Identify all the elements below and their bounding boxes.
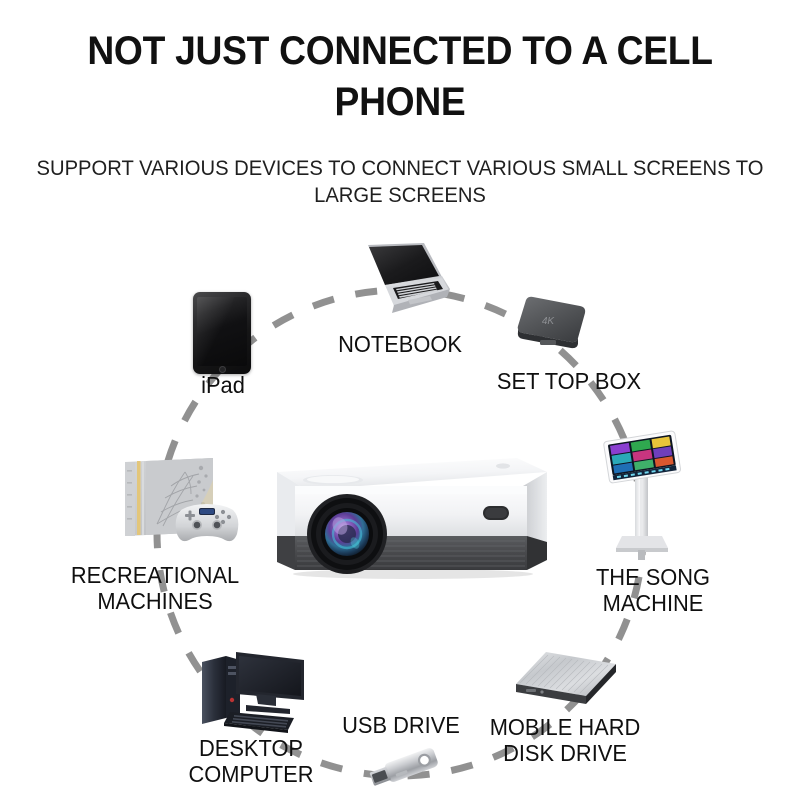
device-label-ipad: iPad: [201, 372, 245, 398]
device-label-song-machine: THE SONG MACHINE: [595, 564, 711, 616]
tablet-icon: [193, 292, 251, 374]
device-label-desktop-computer: DESKTOP COMPUTER: [188, 735, 314, 787]
karaoke-kiosk-icon: [600, 430, 684, 565]
device-label-mobile-hard-disk: MOBILE HARD DISK DRIVE: [489, 714, 641, 766]
device-label-recreational-machines: RECREATIONAL MACHINES: [70, 562, 240, 614]
laptop-icon: [346, 243, 452, 326]
set-top-box-icon: 4K: [508, 294, 594, 365]
device-label-usb-drive: USB DRIVE: [342, 712, 460, 738]
desktop-computer-icon: [196, 648, 312, 743]
game-console-icon: [113, 452, 241, 555]
external-hard-drive-icon: [512, 648, 622, 719]
usb-flash-drive-icon: [366, 745, 446, 796]
set-top-box-badge: 4K: [542, 316, 556, 327]
page-subtitle: SUPPORT VARIOUS DEVICES TO CONNECT VARIO…: [36, 156, 764, 207]
page-title: NOT JUST CONNECTED TO A CELL PHONE: [87, 29, 713, 124]
projector-device: [255, 450, 555, 580]
device-label-set-top-box: SET TOP BOX: [496, 368, 642, 394]
device-label-notebook: NOTEBOOK: [338, 331, 462, 357]
